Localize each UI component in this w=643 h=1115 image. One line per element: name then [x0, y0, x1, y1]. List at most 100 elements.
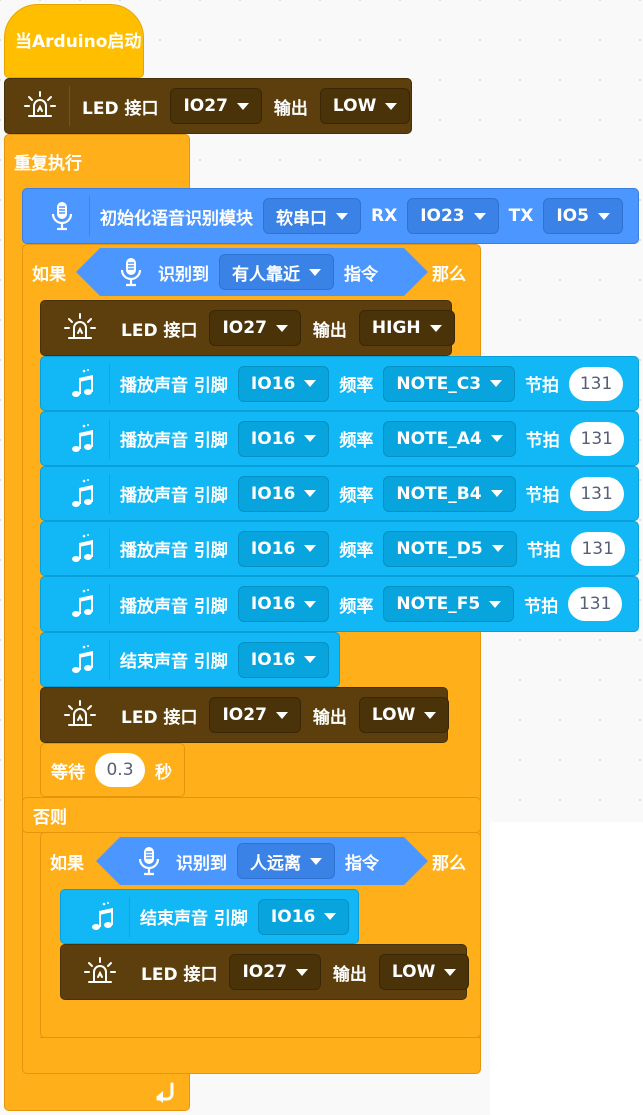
command-dropdown[interactable]: 人远离: [237, 843, 335, 879]
tx-pin-dropdown[interactable]: IO5: [543, 198, 623, 234]
icon-separator: [129, 896, 130, 937]
voice-condition-block[interactable]: 识别到 有人靠近 指令: [76, 248, 428, 296]
sound-pin-dropdown[interactable]: IO16: [237, 641, 330, 678]
icon-separator: [109, 418, 110, 459]
led-pin-dropdown[interactable]: IO27: [209, 310, 301, 346]
frequency-label: 频率: [339, 541, 374, 561]
when-arduino-starts-hat[interactable]: 当Arduino启动: [4, 4, 144, 78]
note-dropdown[interactable]: NOTE_C3: [383, 365, 516, 402]
else-header: 否则: [22, 797, 481, 833]
sound-pin-dropdown[interactable]: IO16: [237, 586, 330, 622]
note-dropdown[interactable]: NOTE_A4: [383, 420, 516, 457]
caret-down-icon: [309, 269, 321, 276]
rx-pin-dropdown[interactable]: IO23: [407, 198, 499, 234]
note-dropdown[interactable]: NOTE_F5: [383, 586, 515, 622]
caret-down-icon: [473, 212, 486, 220]
caret-down-icon: [490, 490, 503, 497]
note-dropdown[interactable]: NOTE_B4: [383, 475, 516, 512]
caret-down-icon: [385, 102, 398, 110]
led-value: LOW: [332, 96, 377, 116]
frequency-label: 频率: [339, 431, 374, 451]
output-label: 输出: [312, 707, 347, 728]
led-light-icon: [23, 89, 57, 123]
caret-down-icon: [444, 968, 457, 976]
beat-input[interactable]: 131: [569, 421, 624, 456]
caret-down-icon: [304, 656, 317, 663]
sound-pin-value: IO16: [250, 594, 296, 614]
command-dropdown[interactable]: 有人靠近: [219, 254, 334, 290]
rx-label: RX: [371, 206, 398, 226]
output-label: 输出: [312, 320, 347, 341]
caret-down-icon: [597, 212, 610, 220]
play-sound-block[interactable]: 播放声音 引脚 IO16 频率 NOTE_C3 节拍 131: [40, 356, 639, 411]
sound-pin-dropdown[interactable]: IO16: [237, 420, 330, 457]
caret-down-icon: [489, 600, 502, 608]
command-label: 指令: [344, 264, 378, 285]
beat-input[interactable]: 131: [569, 366, 624, 401]
sound-pin-dropdown[interactable]: IO16: [237, 475, 330, 512]
icon-separator: [109, 528, 110, 569]
wait-seconds-input[interactable]: 0.3: [95, 753, 145, 787]
caret-down-icon: [304, 545, 317, 552]
led-pin-dropdown[interactable]: IO27: [229, 954, 321, 990]
led-value-dropdown[interactable]: HIGH: [358, 310, 455, 346]
led-port-label: LED 接口: [121, 707, 198, 728]
voice-init-block[interactable]: 初始化语音识别模块 软串口 RX IO23 TX IO5: [22, 188, 639, 244]
stop-sound-block[interactable]: 结束声音 引脚 IO16: [60, 889, 359, 944]
play-sound-block[interactable]: 播放声音 引脚 IO16 频率 NOTE_B4 节拍 131: [40, 466, 639, 521]
led-pin-dropdown[interactable]: IO27: [209, 697, 301, 733]
frequency-label: 频率: [339, 486, 374, 506]
led-low-block[interactable]: LED 接口 IO27 输出 LOW: [40, 687, 450, 743]
sound-pin-value: IO16: [250, 649, 296, 670]
led-value-dropdown[interactable]: LOW: [358, 697, 450, 733]
inner-if-bottom-edge: [40, 1037, 481, 1038]
caret-down-icon: [304, 380, 317, 387]
led-low-block[interactable]: LED 接口 IO27 输出 LOW: [60, 944, 470, 1000]
microphone-icon: [132, 844, 166, 878]
sound-pin-dropdown[interactable]: IO16: [237, 530, 330, 567]
play-sound-label: 播放声音 引脚: [120, 541, 228, 561]
play-sound-block[interactable]: 播放声音 引脚 IO16 频率 NOTE_F5 节拍 131: [40, 576, 639, 632]
sound-pin-dropdown[interactable]: IO16: [257, 898, 350, 935]
stop-sound-block[interactable]: 结束声音 引脚 IO16: [40, 632, 340, 687]
sound-pin-dropdown[interactable]: IO16: [237, 365, 330, 402]
beat-input[interactable]: 131: [569, 476, 624, 511]
play-sound-block[interactable]: 播放声音 引脚 IO16 频率 NOTE_A4 节拍 131: [40, 411, 639, 466]
note-dropdown[interactable]: NOTE_D5: [383, 530, 517, 567]
led-port-label: LED 接口: [121, 320, 198, 341]
serial-port-dropdown[interactable]: 软串口: [263, 198, 361, 234]
sound-pin-value: IO16: [250, 428, 296, 449]
play-sound-block[interactable]: 播放声音 引脚 IO16 频率 NOTE_D5 节拍 131: [40, 521, 639, 576]
led-value-dropdown[interactable]: LOW: [378, 954, 470, 990]
command-label: 指令: [345, 853, 379, 874]
icon-separator: [89, 196, 90, 236]
caret-down-icon: [295, 968, 308, 976]
led-high-block[interactable]: LED 接口 IO27 输出 HIGH: [40, 300, 455, 356]
note-value: NOTE_D5: [396, 538, 483, 559]
beat-input[interactable]: 131: [568, 587, 623, 621]
voice-condition-block[interactable]: 识别到 人远离 指令: [96, 837, 428, 885]
led-pin-value: IO27: [183, 96, 228, 116]
sound-pin-value: IO16: [250, 373, 296, 394]
recognized-label: 识别到: [176, 853, 227, 874]
setup-led-block[interactable]: LED 接口 IO27 输出 LOW: [4, 78, 412, 134]
led-value-dropdown[interactable]: LOW: [319, 88, 411, 124]
caret-down-icon: [491, 545, 504, 552]
output-label: 输出: [332, 964, 367, 985]
led-light-icon: [83, 955, 117, 989]
caret-down-icon: [304, 600, 317, 608]
beat-input[interactable]: 131: [570, 531, 625, 566]
caret-down-icon: [490, 380, 503, 387]
if-label: 如果: [50, 853, 84, 874]
music-note-icon: [65, 367, 99, 401]
tx-pin-value: IO5: [556, 206, 589, 226]
icon-separator: [109, 584, 110, 624]
stop-sound-label: 结束声音 引脚: [140, 909, 248, 929]
caret-down-icon: [304, 435, 317, 442]
caret-down-icon: [304, 490, 317, 497]
wait-block[interactable]: 等待 0.3 秒: [40, 743, 185, 797]
caret-down-icon: [310, 858, 322, 865]
caret-down-icon: [490, 435, 503, 442]
beat-label: 节拍: [524, 596, 559, 617]
led-pin-dropdown[interactable]: IO27: [170, 88, 262, 124]
